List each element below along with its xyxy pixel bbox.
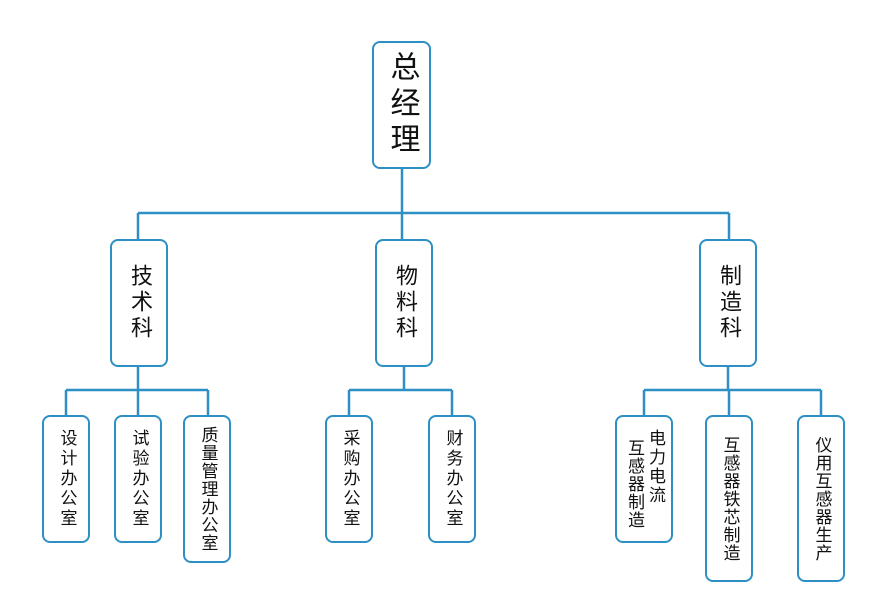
unit-power-current-text: 电力电流 互感器制造	[624, 429, 665, 529]
dept-tech-node: 技术科	[110, 239, 168, 367]
office-quality-node: 质量管理办公室	[183, 415, 231, 563]
office-test-label: 试验办公室	[128, 429, 149, 529]
office-finance-label: 财务办公室	[442, 429, 463, 529]
dept-tech-label: 技术科	[127, 264, 152, 342]
office-design-node: 设计办公室	[42, 415, 90, 543]
unit-power-current-node: 电力电流 互感器制造	[615, 415, 673, 543]
dept-material-label: 物料科	[392, 264, 417, 342]
root-node: 总经理	[372, 41, 431, 169]
office-finance-node: 财务办公室	[428, 415, 476, 543]
unit-instrument-node: 仪用互感器生产	[797, 415, 845, 582]
office-purchase-node: 采购办公室	[325, 415, 373, 543]
office-test-node: 试验办公室	[114, 415, 162, 543]
office-quality-label: 质量管理办公室	[197, 426, 218, 552]
dept-manufacturing-label: 制造科	[716, 264, 741, 342]
unit-power-current-col1: 电力电流	[645, 429, 665, 505]
unit-instrument-label: 仪用互感器生产	[811, 435, 832, 562]
dept-material-node: 物料科	[375, 239, 433, 367]
office-purchase-label: 采购办公室	[339, 429, 360, 529]
unit-core-manufacturing-node: 互感器铁芯制造	[705, 415, 753, 582]
root-label: 总经理	[384, 51, 420, 159]
dept-manufacturing-node: 制造科	[699, 239, 757, 367]
office-design-label: 设计办公室	[56, 429, 77, 529]
unit-power-current-col2: 互感器制造	[624, 439, 644, 529]
unit-core-manufacturing-label: 互感器铁芯制造	[719, 435, 740, 562]
